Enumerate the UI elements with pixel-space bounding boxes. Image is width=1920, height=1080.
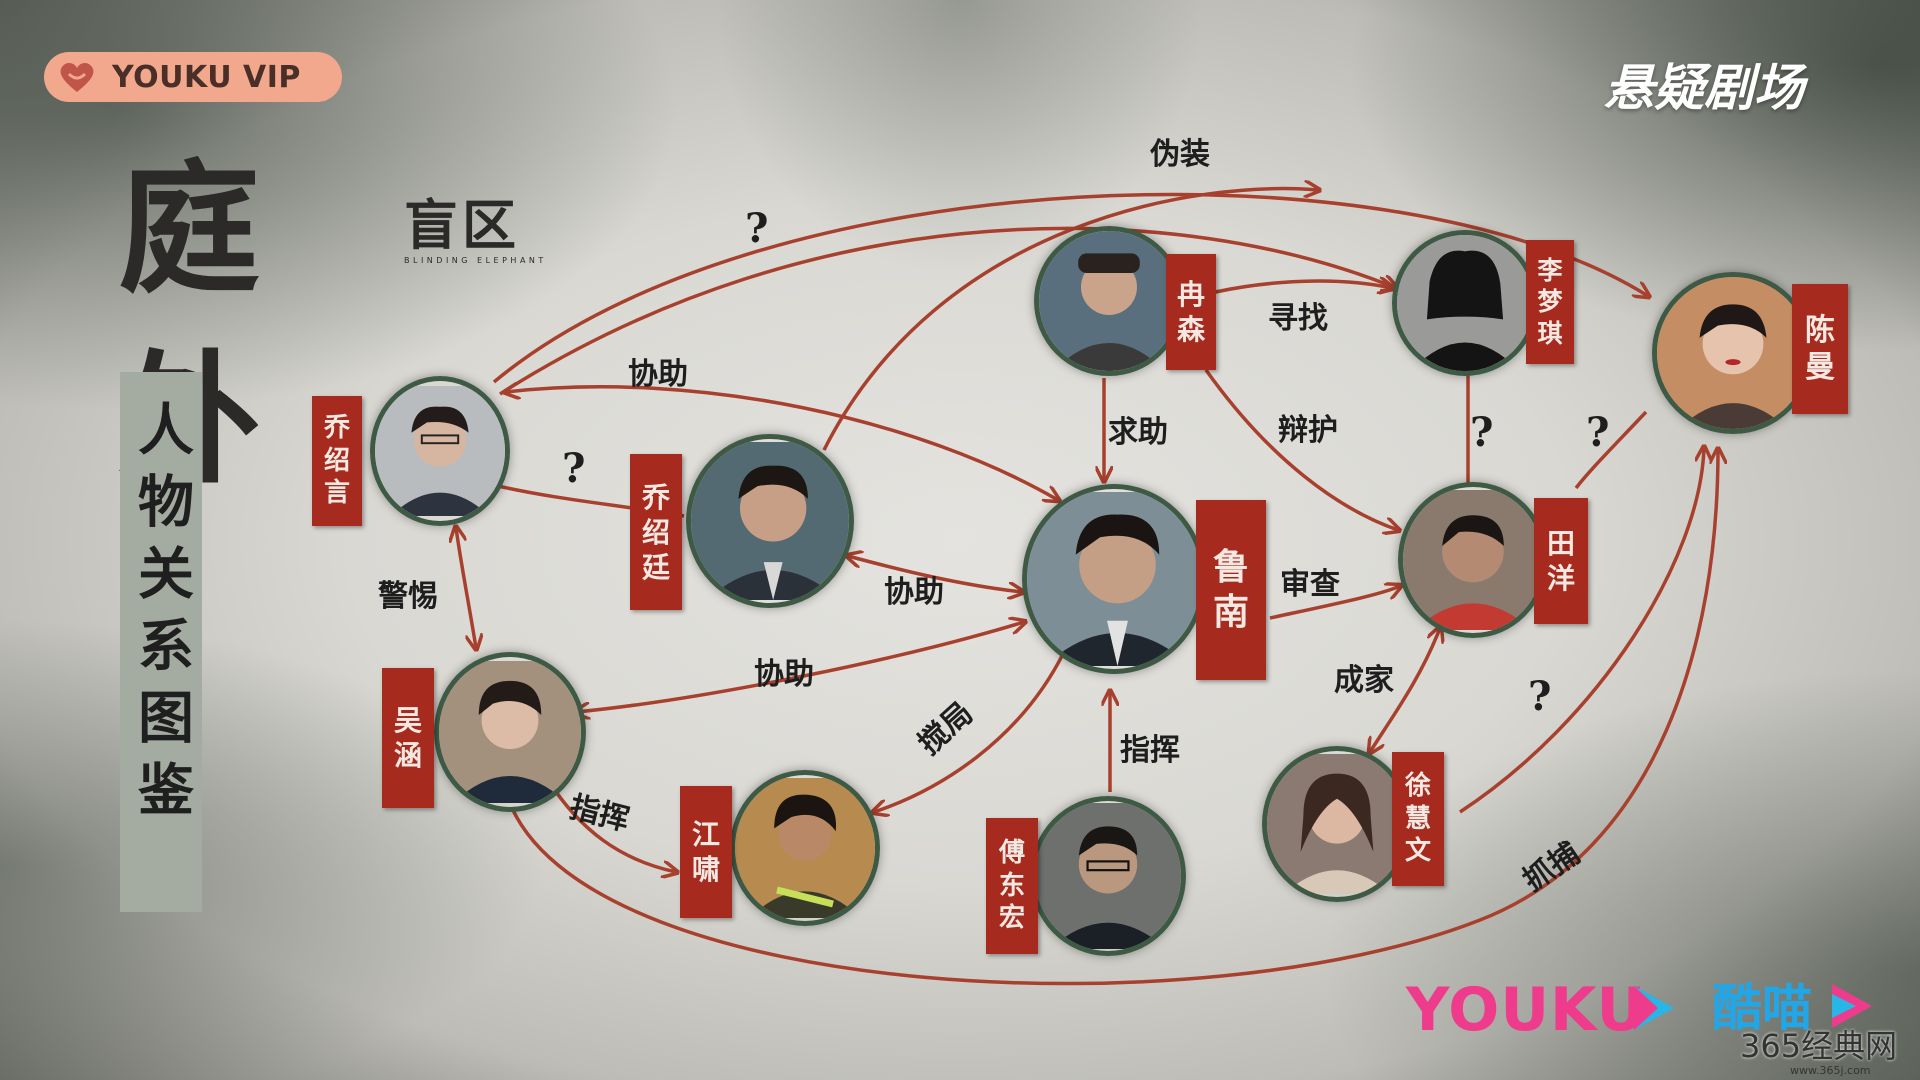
tag-qiaoshaoyan: 乔绍言 [312,396,362,526]
label-arrest: 抓捕 [1517,836,1586,899]
name-fudonghong-2: 东 [998,870,1025,901]
portrait-ransen [1034,226,1184,376]
edge-tianyang-xuhuiwen [1370,628,1440,752]
name-xuhuiwen-1: 徐 [1404,771,1431,802]
label-alert: 警惕 [378,579,438,614]
portrait-qiaoshaoyan [370,376,510,526]
label-family: 成家 [1334,663,1394,698]
name-ransen-1: 冉 [1176,278,1205,311]
edge-wuhan-chenman [510,450,1718,986]
edge-qiaoshaoting-lunan [848,556,1022,592]
name-wuhan-2: 涵 [393,739,422,772]
name-qiaoshaoyan-3: 言 [323,478,350,509]
portrait-jiangxiao [730,770,880,926]
badge-label: YOUKU VIP [112,59,301,95]
tag-xuhuiwen: 徐慧文 [1392,752,1444,886]
name-jiangxiao-1: 江 [691,818,720,851]
edge-chenman-tianyang [1574,410,1648,490]
label-disrupt: 搅局 [912,696,980,762]
name-lunan-1: 鲁 [1212,546,1249,588]
name-xuhuiwen-3: 文 [1404,836,1431,867]
name-tianyang-1: 田 [1546,527,1575,560]
edge-qiaoshaoting-limengqi [822,189,1318,451]
genre-logo: 悬疑剧场 [1604,59,1804,117]
tag-jiangxiao: 江啸 [680,786,732,918]
label-command-1: 指挥 [566,790,633,838]
tag-qiaoshaoting: 乔绍廷 [630,454,682,610]
label-help-low: 协助 [754,657,814,692]
label-interrogate: 审查 [1280,567,1340,602]
label-seek-help: 求助 [1108,415,1168,450]
youku-play-icon [1634,986,1674,1030]
kuku-logo-text: 酷喵 [1712,979,1812,1037]
edge-lunan-tianyang [1269,586,1400,620]
name-qiaoshaoting-3: 廷 [641,550,670,584]
edge-xuhuiwen-chenman [1459,448,1704,814]
portrait-chenman [1652,272,1814,434]
portrait-limengqi-silhouette [1392,230,1538,376]
label-unknown-3: ? [1586,409,1609,456]
name-qiaoshaoyan-2: 绍 [323,445,350,476]
name-jiangxiao-2: 啸 [691,853,720,886]
edge-qiaoshaoyan-chenman [492,192,1648,384]
name-tianyang-2: 洋 [1546,562,1575,595]
edge-qiaoshaoyan-limengqi [499,226,1396,396]
tag-fudonghong: 傅东宏 [986,818,1038,954]
name-fudonghong-1: 傅 [998,838,1025,869]
portrait-lunan [1022,484,1206,674]
portrait-xuhuiwen [1262,746,1412,902]
label-defend: 辩护 [1278,413,1338,448]
name-lunan-2: 南 [1212,591,1249,633]
label-unknown-4: ? [562,445,585,492]
name-limengqi-2: 梦 [1537,287,1563,317]
name-limengqi-3: 琪 [1537,318,1563,348]
tag-limengqi: 李梦琪 [1526,240,1574,364]
label-unknown-1: ? [745,205,768,252]
label-unknown-5: ? [1528,673,1551,720]
edge-wuhan-jiangxiao [546,779,676,872]
name-qiaoshaoyan-1: 乔 [323,413,350,444]
portrait-fudonghong [1030,796,1186,956]
youku-vip-badge: YOUKU VIP [44,52,342,102]
label-help-mid: 协助 [884,575,944,610]
tag-chenman: 陈曼 [1792,284,1848,414]
label-search: 寻找 [1268,301,1328,336]
heart-icon [60,62,94,92]
vertical-heading: 人物关系图鉴 [128,400,194,832]
drama-subtitle: 盲区 [404,194,520,257]
heading-strip [120,372,202,912]
edge-qiaoshaoyan-wuhan [456,528,476,648]
edge-ransen-tianyang [1204,368,1398,530]
tag-ransen: 冉森 [1166,254,1216,370]
label-command-2: 指挥 [1120,733,1180,768]
label-disguise: 伪装 [1150,137,1210,172]
tag-wuhan: 吴涵 [382,668,434,808]
name-qiaoshaoting-2: 绍 [641,515,670,549]
name-wuhan-1: 吴 [393,704,422,737]
kuku-play-icon [1832,984,1872,1028]
portrait-qiaoshaoting [686,434,854,608]
name-xuhuiwen-2: 慧 [1404,803,1431,834]
name-fudonghong-3: 宏 [998,903,1025,934]
name-chenman-1: 陈 [1805,312,1835,348]
name-qiaoshaoting-1: 乔 [641,480,670,514]
youku-logo-text: YOUKU [1406,975,1647,1045]
label-help-top: 协助 [628,357,688,392]
portrait-tianyang [1398,482,1548,638]
name-limengqi-1: 李 [1537,256,1563,286]
portrait-wuhan [434,652,586,812]
edge-wuhan-lunan [576,622,1024,712]
tag-lunan: 鲁南 [1196,500,1266,680]
site-watermark-url: www.365j.com [1790,1064,1871,1077]
site-watermark: 365经典网 [1740,1027,1898,1065]
name-ransen-2: 森 [1176,313,1205,346]
tag-tianyang: 田洋 [1534,498,1588,624]
drama-subtitle-english: BLINDING ELEPHANT [404,256,547,265]
edge-lunan-jiangxiao [874,651,1066,812]
label-unknown-2: ? [1470,409,1493,456]
edge-qiaoshaoyan-lunan [506,387,1058,500]
name-chenman-2: 曼 [1805,350,1835,385]
